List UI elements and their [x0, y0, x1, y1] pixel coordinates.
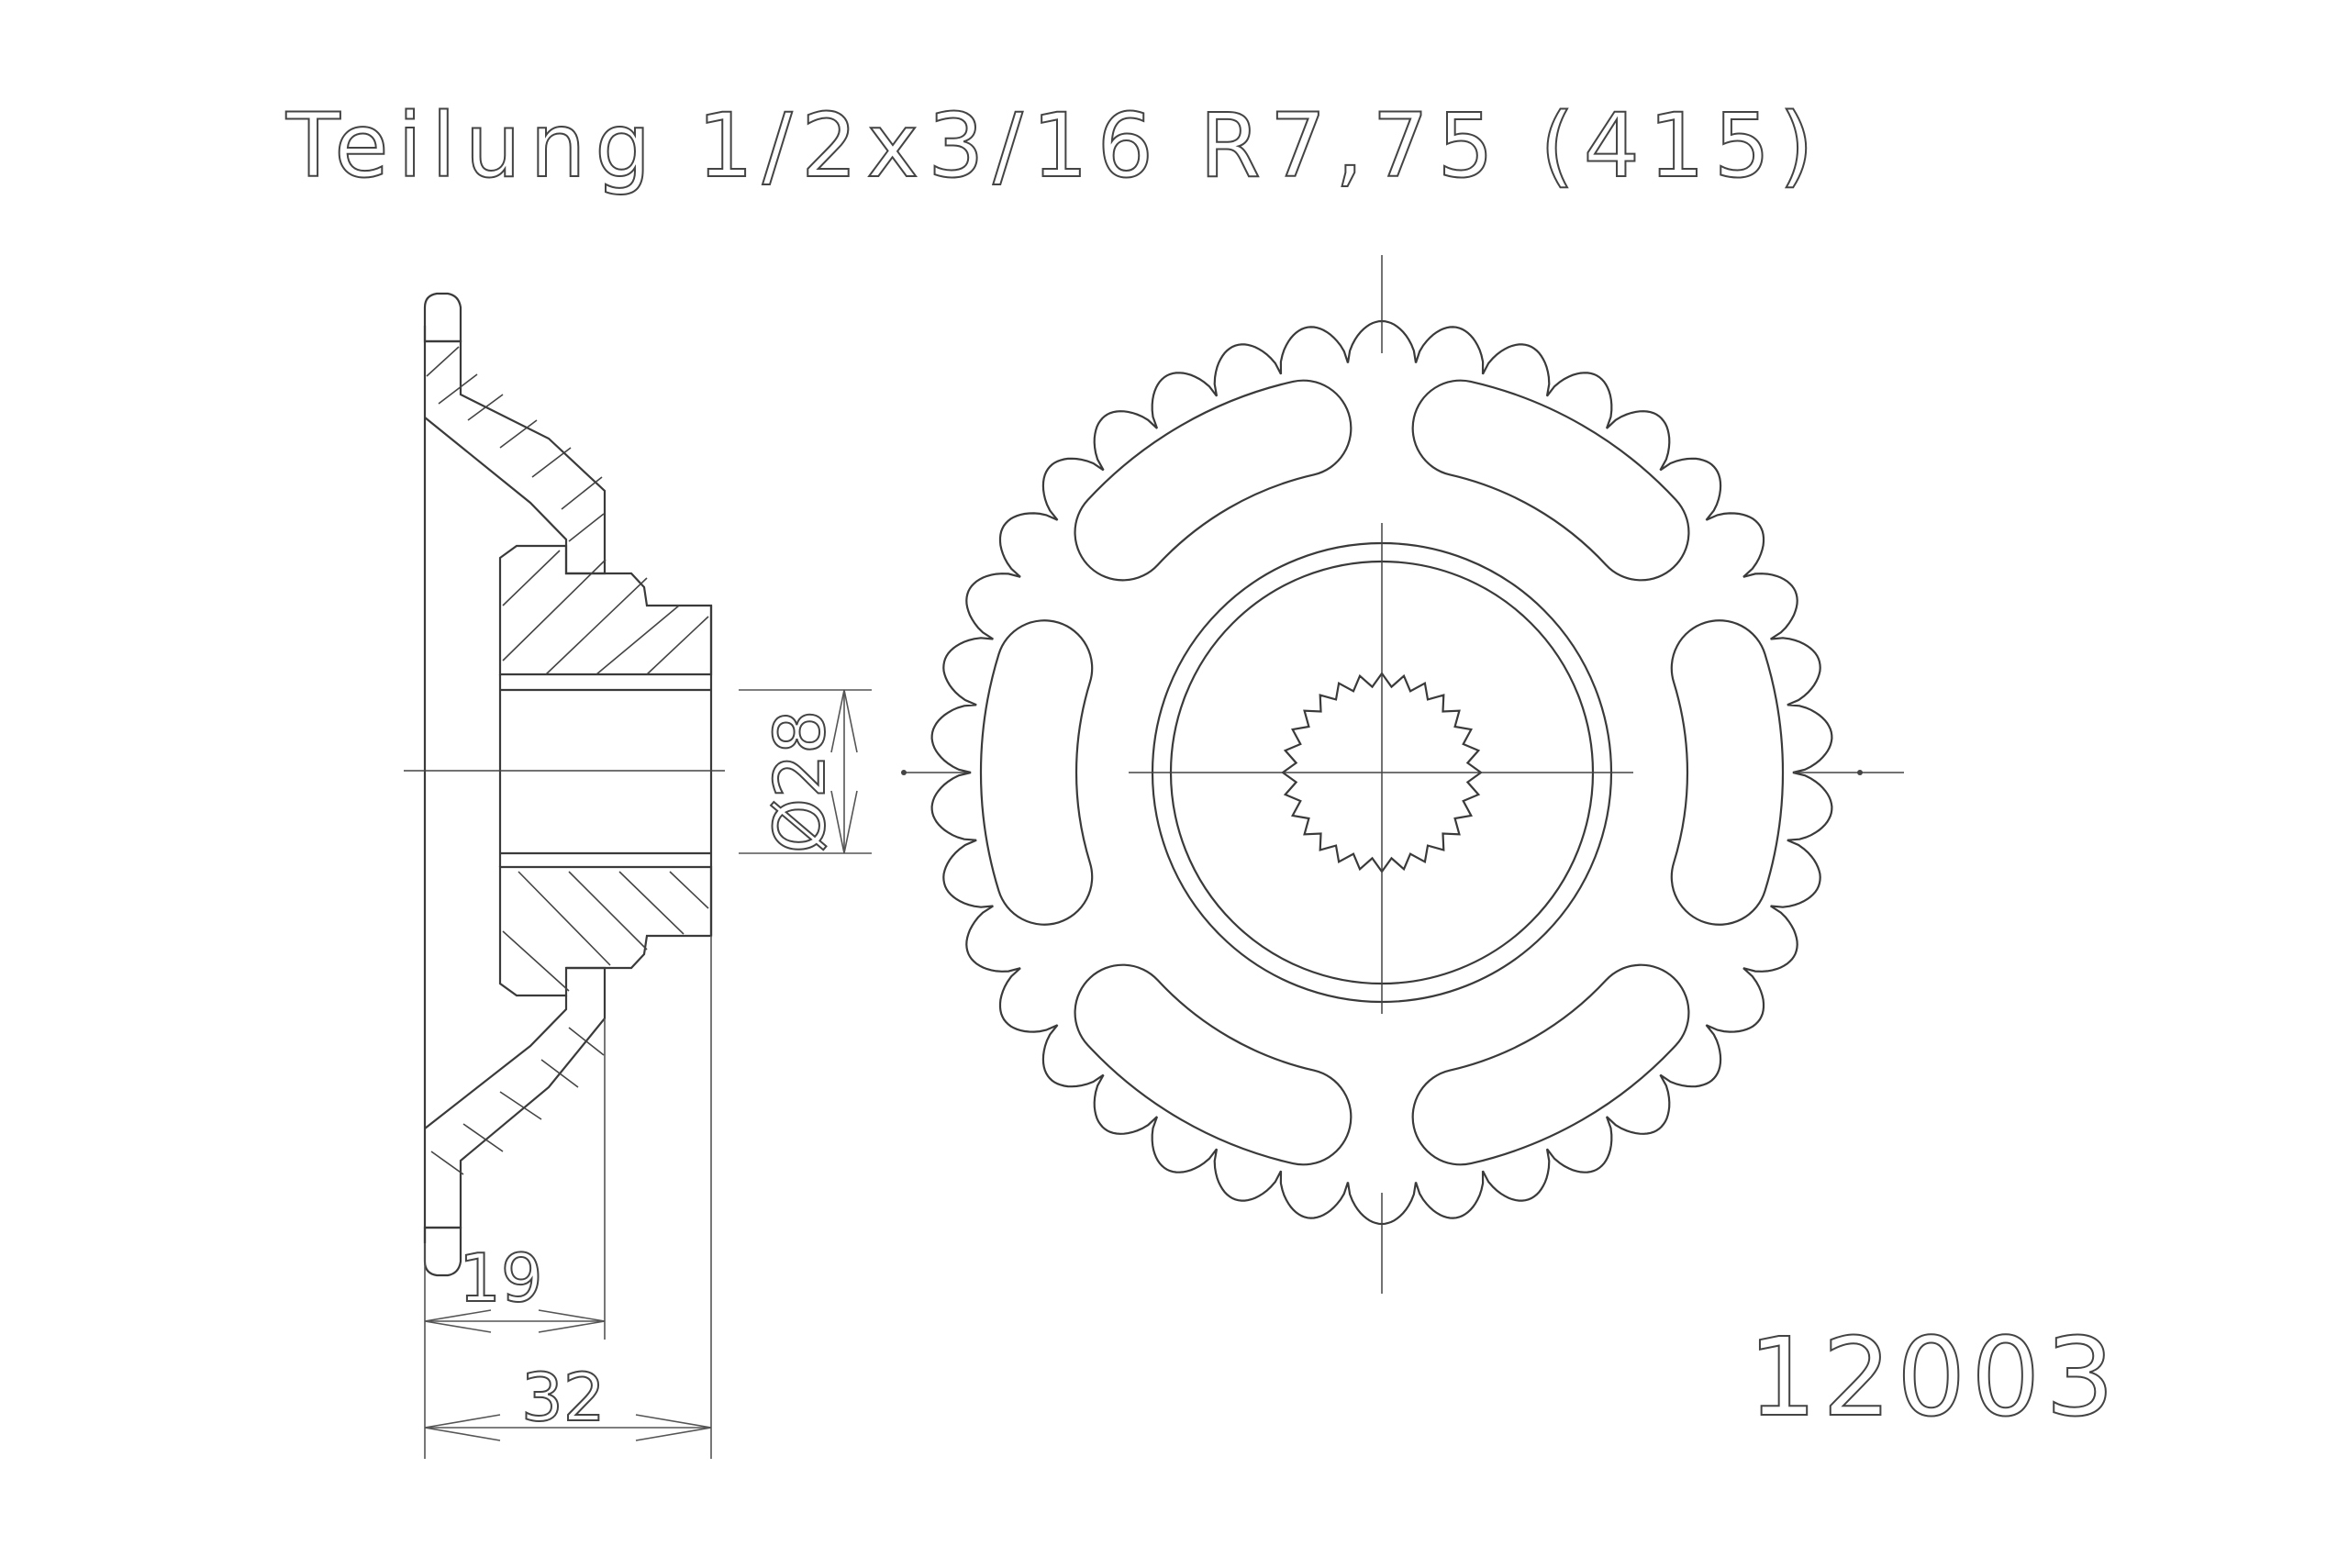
dimension-28-label: Ø28	[759, 709, 841, 853]
lightening-cutout	[1670, 619, 1785, 926]
dimension-19-label: 19	[459, 1240, 543, 1317]
part-number: 12003	[1748, 1314, 2120, 1440]
lightening-cutouts	[979, 379, 1785, 1166]
dimension-flange-offset: 19	[424, 1239, 606, 1333]
sprocket-front-view	[901, 255, 1904, 1294]
lightening-cutout	[979, 619, 1094, 926]
dimension-32-label: 32	[521, 1359, 606, 1436]
drawing-title: Teilung 1/2x3/16 R7,75 (415)	[285, 95, 1822, 197]
dimension-total-width: 32	[424, 1358, 712, 1441]
side-section-view	[404, 292, 725, 1459]
lightening-cutout	[1074, 379, 1353, 582]
dimension-bore-diameter: Ø28	[739, 689, 872, 854]
lightening-cutout	[1411, 963, 1690, 1166]
lightening-cutout	[1074, 963, 1353, 1166]
lightening-cutout	[1411, 379, 1690, 582]
